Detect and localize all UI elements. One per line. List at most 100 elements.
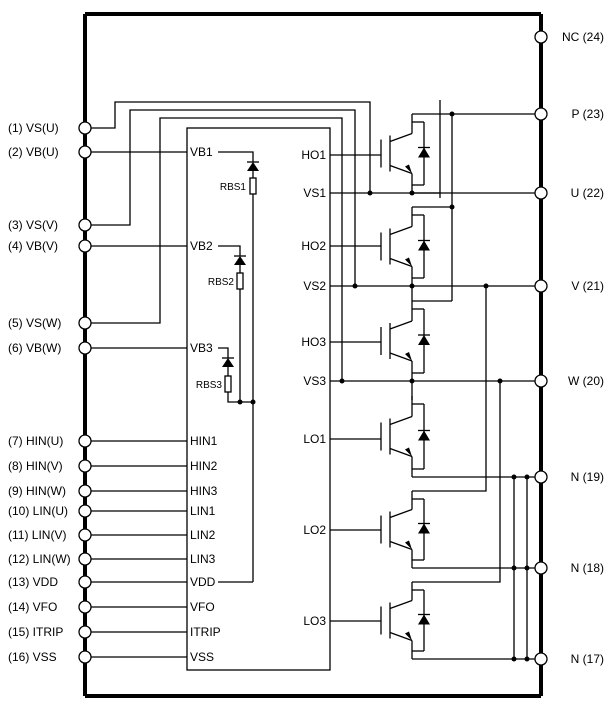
- ic-label-itrip: ITRIP: [190, 625, 221, 639]
- ic-label-hin3: HIN3: [190, 484, 218, 498]
- pin-label-vbu: (2) VB(U): [8, 145, 59, 159]
- ic-label-lo1: LO1: [303, 432, 326, 446]
- junction-dot: [449, 111, 455, 117]
- bootstrap-wire-3: [218, 347, 229, 358]
- junction-dot: [483, 283, 489, 289]
- junction-dot: [339, 378, 345, 384]
- igbt-group: [380, 114, 430, 659]
- pin-label-linw: (12) LIN(W): [8, 552, 71, 566]
- ic-label-vdd: VDD: [190, 575, 216, 589]
- pin-linv-icon: [78, 528, 92, 542]
- igbt-1-icon: [380, 114, 430, 193]
- label-rbs3: RBS3: [196, 380, 223, 391]
- pin-linw-icon: [78, 552, 92, 566]
- ic-label-hin1: HIN1: [190, 434, 218, 448]
- pin-label-vsv: (3) VS(V): [8, 218, 58, 232]
- wire-vsv: [85, 109, 356, 286]
- pin-nc-icon: [534, 30, 548, 44]
- junction-dot: [524, 565, 530, 571]
- wire-w-to-ig6: [412, 381, 501, 583]
- label-rbs1: RBS1: [220, 182, 247, 193]
- ic-label-vs1: VS1: [303, 186, 326, 200]
- wire-vsu: [85, 101, 371, 193]
- ic-label-lo2: LO2: [303, 523, 326, 537]
- pin-u-icon: [534, 186, 548, 200]
- driver-ic: [186, 127, 331, 671]
- pin-hinu-icon: [78, 434, 92, 448]
- ic-label-vb2: VB2: [190, 239, 213, 253]
- ic-label-vs2: VS2: [303, 279, 326, 293]
- pin-vsv-icon: [78, 218, 92, 232]
- pin-label-vsu: (1) VS(U): [8, 121, 59, 135]
- wire-v-to-ig5: [412, 286, 487, 492]
- pin-label-u: U (22): [571, 186, 604, 200]
- igbt-4-icon: [380, 396, 430, 477]
- junction-dot: [511, 474, 517, 480]
- junction-dot: [352, 283, 358, 289]
- bootstrap-wire-1: [218, 151, 254, 162]
- pin-label-vfo: (14) VFO: [8, 600, 57, 614]
- pin-label-vss: (16) VSS: [8, 650, 57, 664]
- igbt-5-icon: [380, 491, 430, 568]
- diode-rbs2-icon: [234, 256, 246, 265]
- pin-n19-icon: [534, 470, 548, 484]
- resistor-rbs2-icon: [236, 272, 244, 290]
- pin-label-hinu: (7) HIN(U): [8, 434, 63, 448]
- pin-label-vbv: (4) VB(V): [8, 239, 58, 253]
- junction-dot: [237, 399, 243, 405]
- ic-label-vs3: VS3: [303, 374, 326, 388]
- pin-vbv-icon: [78, 239, 92, 253]
- pin-vsw-icon: [78, 316, 92, 330]
- junction-dot: [524, 656, 530, 662]
- pin-label-linu: (10) LIN(U): [8, 504, 68, 518]
- pin-label-linv: (11) LIN(V): [8, 528, 66, 542]
- junction-dot: [524, 474, 530, 480]
- wire-u-bridge: [412, 100, 441, 194]
- igbt-3-icon: [380, 301, 430, 381]
- resistor-rbs1-icon: [249, 177, 257, 195]
- pin-label-vsw: (5) VS(W): [8, 316, 61, 330]
- pin-vbw-icon: [78, 341, 92, 355]
- pin-vbu-icon: [78, 145, 92, 159]
- pin-vfo-icon: [78, 600, 92, 614]
- ic-label-lin3: LIN3: [190, 552, 216, 566]
- pin-label-n18: N (18): [571, 561, 604, 575]
- pin-n18-icon: [534, 561, 548, 575]
- igbt-2-icon: [380, 207, 430, 286]
- pin-label-hinv: (8) HIN(V): [8, 459, 63, 473]
- pin-itrip-icon: [78, 625, 92, 639]
- pin-hinv-icon: [78, 459, 92, 473]
- pin-label-n17: N (17): [571, 652, 604, 666]
- resistor-rbs3-icon: [224, 375, 232, 393]
- label-rbs2: RBS2: [208, 277, 235, 288]
- pin-w-icon: [534, 374, 548, 388]
- igbt-6-icon: [380, 582, 430, 659]
- ic-label-lin2: LIN2: [190, 528, 216, 542]
- wire-vsw: [85, 117, 343, 381]
- bootstrap-wire-3c: [227, 392, 253, 403]
- ic-label-vfo: VFO: [190, 600, 215, 614]
- left-pin-group: (1) VS(U) (2) VB(U) (3) VS(V) (4) VB(V) (5) …: [8, 121, 92, 664]
- pin-label-itrip: (15) ITRIP: [8, 625, 63, 639]
- pin-vdd-icon: [78, 575, 92, 589]
- pin-label-vdd: (13) VDD: [8, 575, 58, 589]
- junction-dot: [497, 378, 503, 384]
- right-pin-group: NC (24)P (23)U (22)V (21)W (20)N (19)N (…: [534, 30, 604, 666]
- junction-dot: [511, 565, 517, 571]
- junction-dot: [449, 204, 455, 210]
- ic-label-lo3: LO3: [303, 614, 326, 628]
- pin-label-nc: NC (24): [562, 30, 604, 44]
- pin-p-icon: [534, 107, 548, 121]
- pin-label-v: V (21): [571, 279, 604, 293]
- pin-v-icon: [534, 279, 548, 293]
- pin-label-p: P (23): [572, 107, 604, 121]
- pin-linu-icon: [78, 504, 92, 518]
- ic-label-vss: VSS: [190, 650, 214, 664]
- pin-label-n19: N (19): [571, 470, 604, 484]
- junction-dot: [511, 656, 517, 662]
- pin-vsu-icon: [78, 121, 92, 135]
- pin-label-hinw: (9) HIN(W): [8, 484, 66, 498]
- diode-rbs1-icon: [247, 162, 259, 171]
- pin-vss-icon: [78, 650, 92, 664]
